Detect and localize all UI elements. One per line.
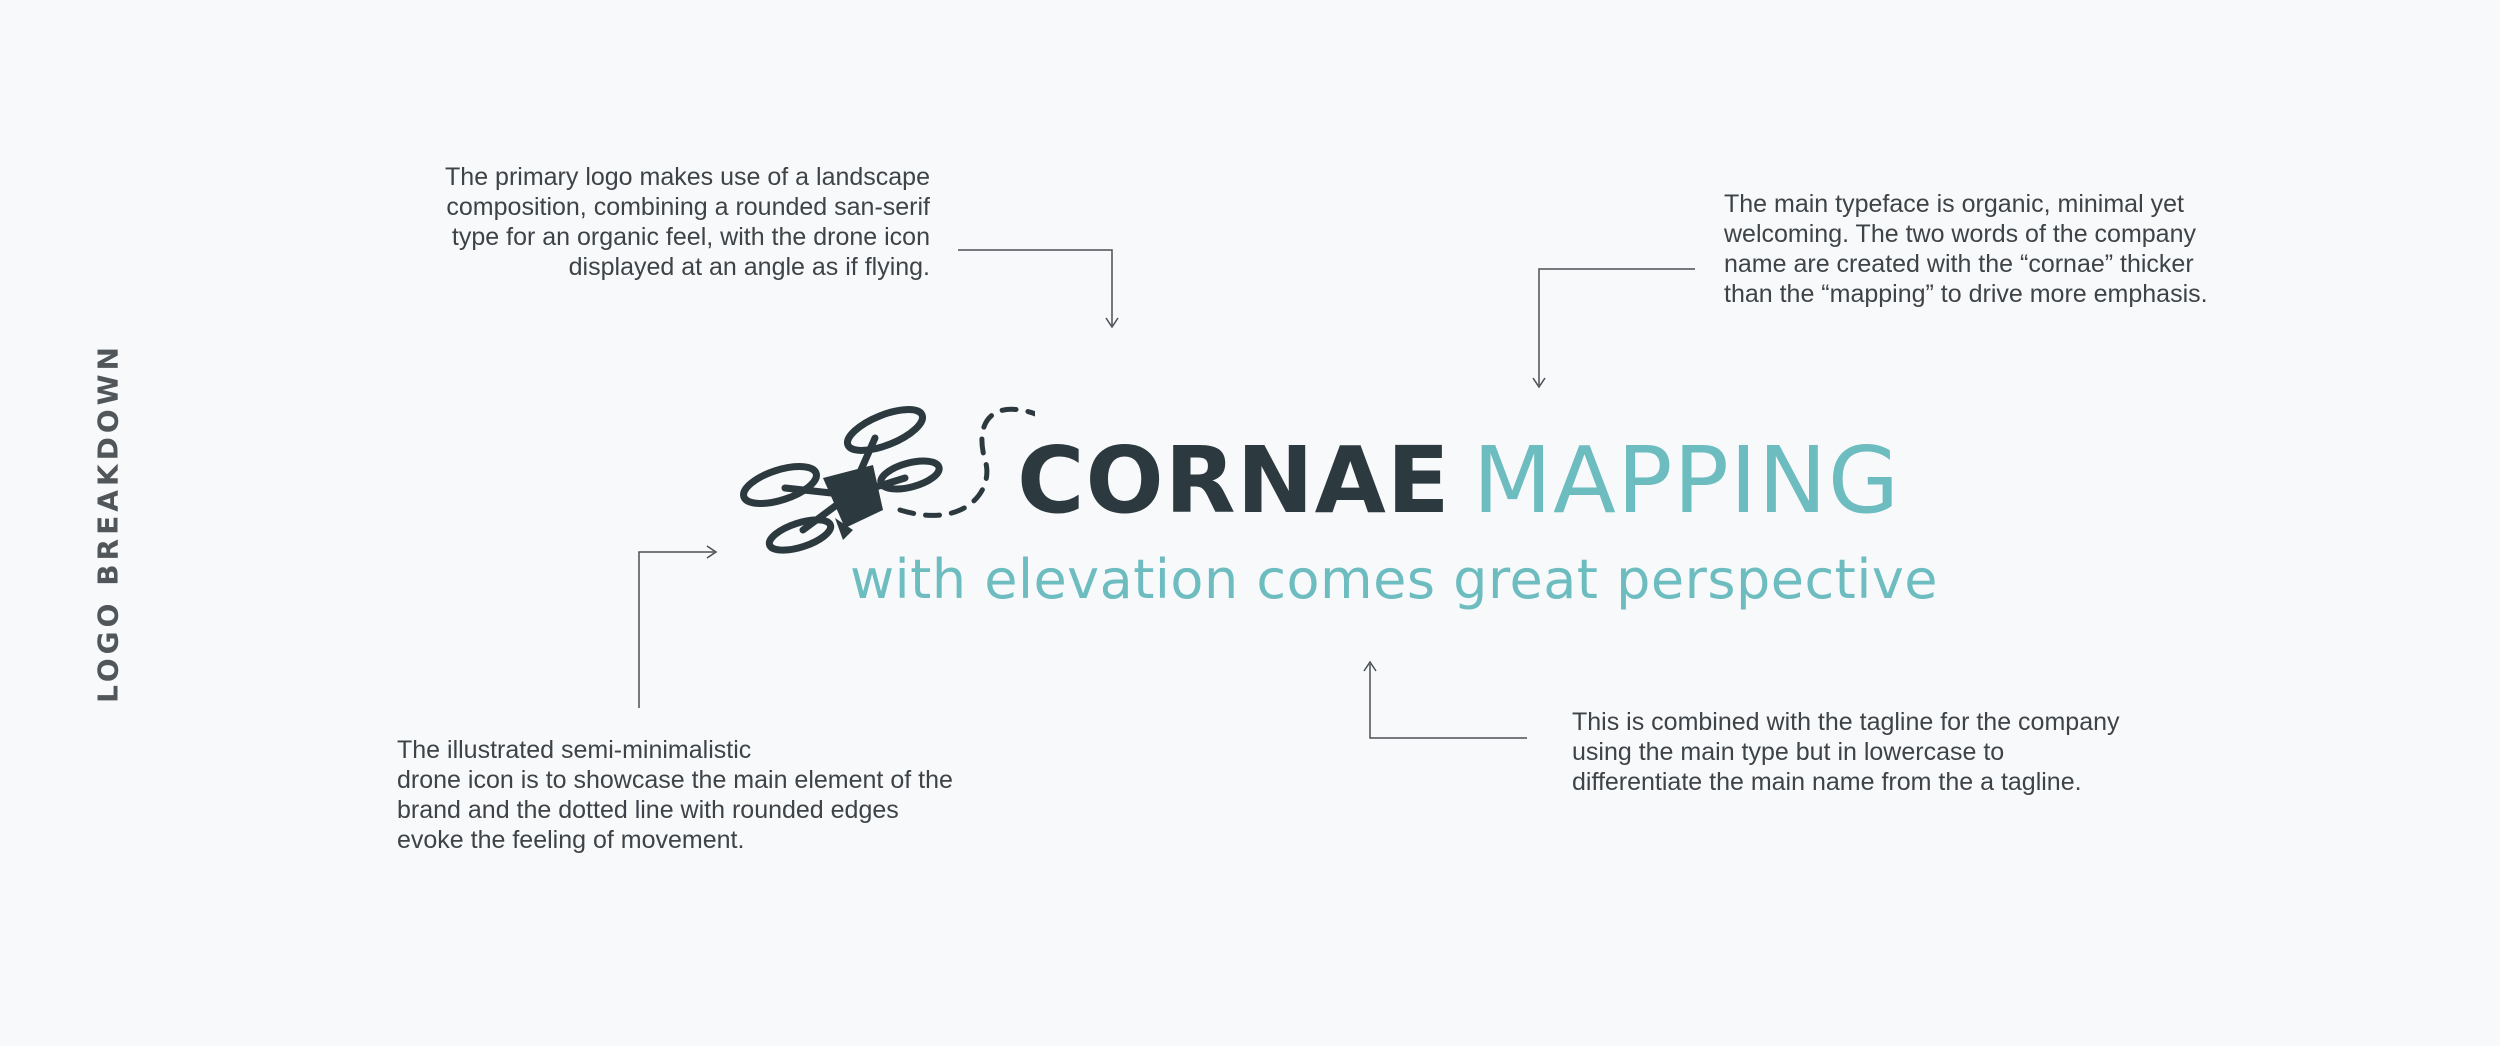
note-primary-logo: The primary logo makes use of a landscap… xyxy=(445,163,930,281)
callout-line-primary-logo xyxy=(958,249,1113,325)
arrowhead-primary-logo xyxy=(1105,317,1119,329)
callout-line-drone-icon xyxy=(638,551,714,708)
arrowhead-tagline xyxy=(1363,660,1377,672)
callout-line-tagline xyxy=(1369,664,1527,739)
callout-line-typeface xyxy=(1538,268,1695,385)
arrowhead-typeface xyxy=(1532,377,1546,389)
drone-icon xyxy=(740,406,1035,554)
brand-name-mapping: MAPPING xyxy=(1472,427,1901,534)
note-drone-icon: The illustrated semi-minimalistic drone … xyxy=(397,736,953,854)
brand-tagline: with elevation comes great perspective xyxy=(850,548,1939,611)
note-tagline: This is combined with the tagline for th… xyxy=(1572,708,2120,796)
arrowhead-drone-icon xyxy=(706,545,718,559)
brand-name-cornae: CORNAE xyxy=(1017,427,1451,534)
dotted-flight-path xyxy=(897,406,1035,518)
note-typeface: The main typeface is organic, minimal ye… xyxy=(1724,190,2208,308)
